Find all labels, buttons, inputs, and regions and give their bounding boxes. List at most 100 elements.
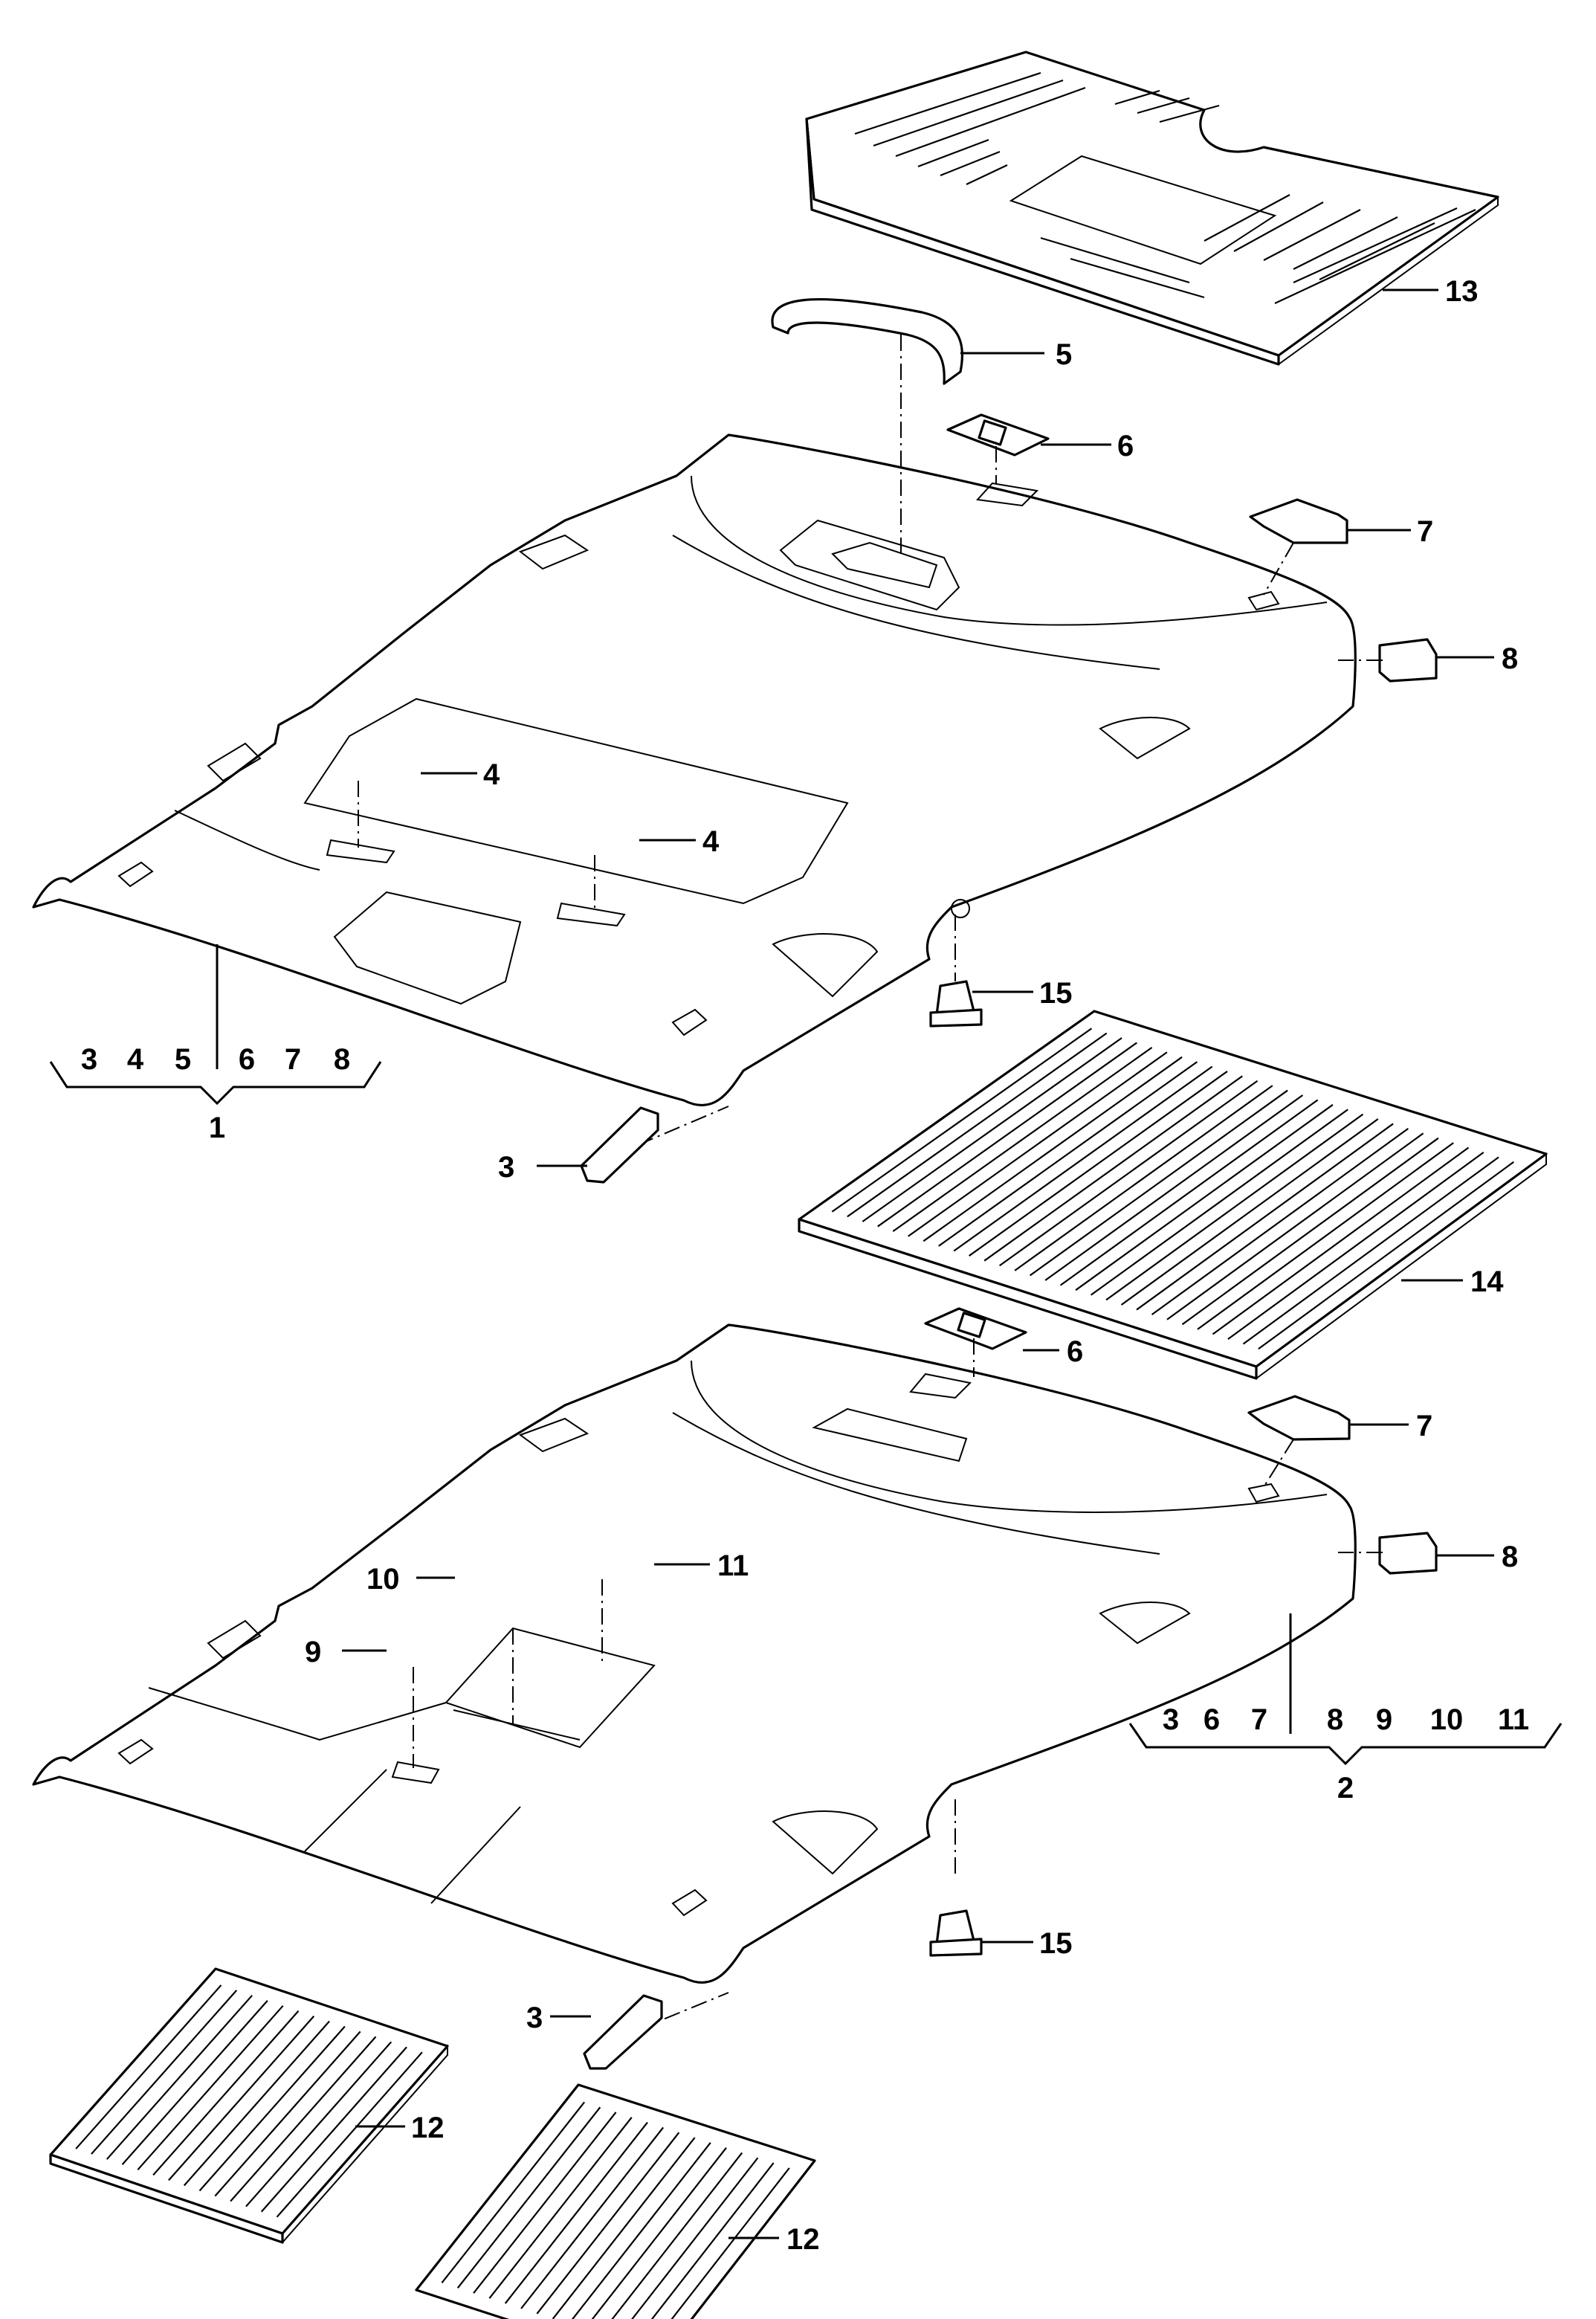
hatch-line [611, 2152, 743, 2319]
grab-handle-5 [771, 297, 963, 385]
hatch-line [91, 1990, 238, 2155]
callout-12a: 12 [411, 2112, 445, 2144]
assembly-2-content-item: 11 [1498, 1703, 1529, 1736]
hatch-line [137, 2004, 284, 2171]
trim-piece-3-bottom [583, 1994, 663, 2070]
hatch-line [1151, 1127, 1409, 1316]
hatch-line [1090, 1109, 1348, 1296]
leader-lines [342, 288, 1494, 2239]
hatch-line [276, 2051, 423, 2218]
assembly-2-content-item: 10 [1430, 1703, 1464, 1736]
clip-8-top [1378, 638, 1438, 683]
hatch-line [923, 1056, 1183, 1242]
hatch-line [75, 1984, 222, 2149]
assembly-1-content-item: 8 [334, 1043, 350, 1076]
hatch-line [488, 2117, 633, 2299]
assembly-1-content-item: 3 [81, 1043, 97, 1076]
hatch-line [504, 2121, 648, 2304]
callout-15-bottom: 15 [1039, 1927, 1073, 1960]
assembly-1-label: 1 [209, 1112, 225, 1144]
callout-6-top: 6 [1117, 430, 1134, 462]
hatch-line [245, 2041, 392, 2207]
assembly-1-content-item: 6 [239, 1043, 255, 1076]
hatch-line [1014, 1085, 1273, 1271]
hatch-line [1212, 1146, 1470, 1335]
hatch-line [953, 1065, 1213, 1252]
bracket-6-top [946, 413, 1050, 457]
hatch-line [1120, 1118, 1379, 1306]
hatch-line [892, 1046, 1153, 1233]
hatch-line [650, 2162, 775, 2319]
hatch-line [631, 2157, 759, 2319]
hatch-line [1059, 1099, 1319, 1286]
assembly-2-content-item: 3 [1163, 1703, 1179, 1736]
hatch-line [591, 2147, 727, 2319]
hatch-line [671, 2167, 790, 2319]
callout-8-top: 8 [1502, 642, 1518, 675]
hatch-line [1227, 1152, 1484, 1340]
hatch-line [260, 2046, 407, 2213]
callout-15-top: 15 [1039, 977, 1073, 1010]
hatch-line [1258, 1161, 1514, 1350]
hatch-line [938, 1061, 1198, 1247]
hatch-line [1105, 1113, 1364, 1301]
callout-4b: 4 [702, 825, 720, 858]
assembly-2-content-item: 8 [1327, 1703, 1343, 1736]
hatch-line [520, 2126, 665, 2309]
hatch-line [552, 2137, 696, 2319]
callout-labels: 13 5 6 7 8 4 4 15 3 14 6 7 8 11 10 9 15 … [305, 275, 1518, 2256]
hatch-line [456, 2106, 601, 2289]
hatch-line [168, 2015, 315, 2181]
assembly-2-content-item: 6 [1204, 1703, 1220, 1736]
clip-8-bottom [1378, 1532, 1438, 1575]
hatch-line [999, 1080, 1259, 1267]
hatch-line [877, 1042, 1137, 1228]
hatch-line [198, 2025, 346, 2192]
hatch-line [230, 2036, 377, 2202]
insulation-mat-12b [415, 2083, 816, 2319]
hatch-line [1075, 1103, 1334, 1291]
assembly-2-label: 2 [1337, 1772, 1354, 1804]
callout-9: 9 [305, 1636, 321, 1668]
assembly-2-bracket [1128, 1613, 1563, 1766]
assembly-2-content-item: 9 [1376, 1703, 1392, 1736]
callout-13: 13 [1445, 275, 1479, 308]
assembly-1-content-item: 5 [175, 1043, 191, 1076]
callout-11: 11 [717, 1549, 749, 1582]
hatch-line [1242, 1156, 1499, 1345]
callout-3-bottom: 3 [526, 2002, 543, 2034]
insulation-mat-12a [49, 1967, 449, 2244]
retainer-15-bottom [929, 1909, 983, 1957]
hatch-line [983, 1075, 1243, 1262]
hatch-line [862, 1037, 1122, 1222]
callout-6-bottom: 6 [1067, 1335, 1083, 1368]
hatch-line [441, 2101, 585, 2284]
callout-12b: 12 [786, 2223, 820, 2256]
insulation-mat-13 [805, 51, 1499, 366]
hatch-line [183, 2020, 330, 2187]
assembly-2-content-item: 7 [1251, 1703, 1267, 1736]
hatch-line [536, 2132, 680, 2315]
retainer-15-top [929, 980, 983, 1028]
trim-piece-3-top [580, 1106, 659, 1184]
hatch-line [152, 2010, 300, 2176]
wedge-7-top [1249, 498, 1348, 544]
callout-14: 14 [1470, 1265, 1504, 1298]
hatch-line [908, 1051, 1168, 1237]
hatch-line [214, 2031, 361, 2197]
hatch-line [1044, 1094, 1304, 1281]
assembly-1-content-item: 7 [285, 1043, 301, 1076]
wedge-7-bottom [1247, 1395, 1351, 1441]
callout-8-bottom: 8 [1502, 1541, 1518, 1573]
callout-7-top: 7 [1417, 515, 1433, 548]
hatch-line [571, 2142, 711, 2319]
hatch-line [1029, 1089, 1288, 1277]
callout-7-bottom: 7 [1416, 1410, 1432, 1442]
headliner-assembly-1 [32, 433, 1357, 1106]
hatch-line [847, 1032, 1108, 1218]
assembly-1-bracket [49, 944, 382, 1106]
hatch-line [1197, 1142, 1454, 1330]
